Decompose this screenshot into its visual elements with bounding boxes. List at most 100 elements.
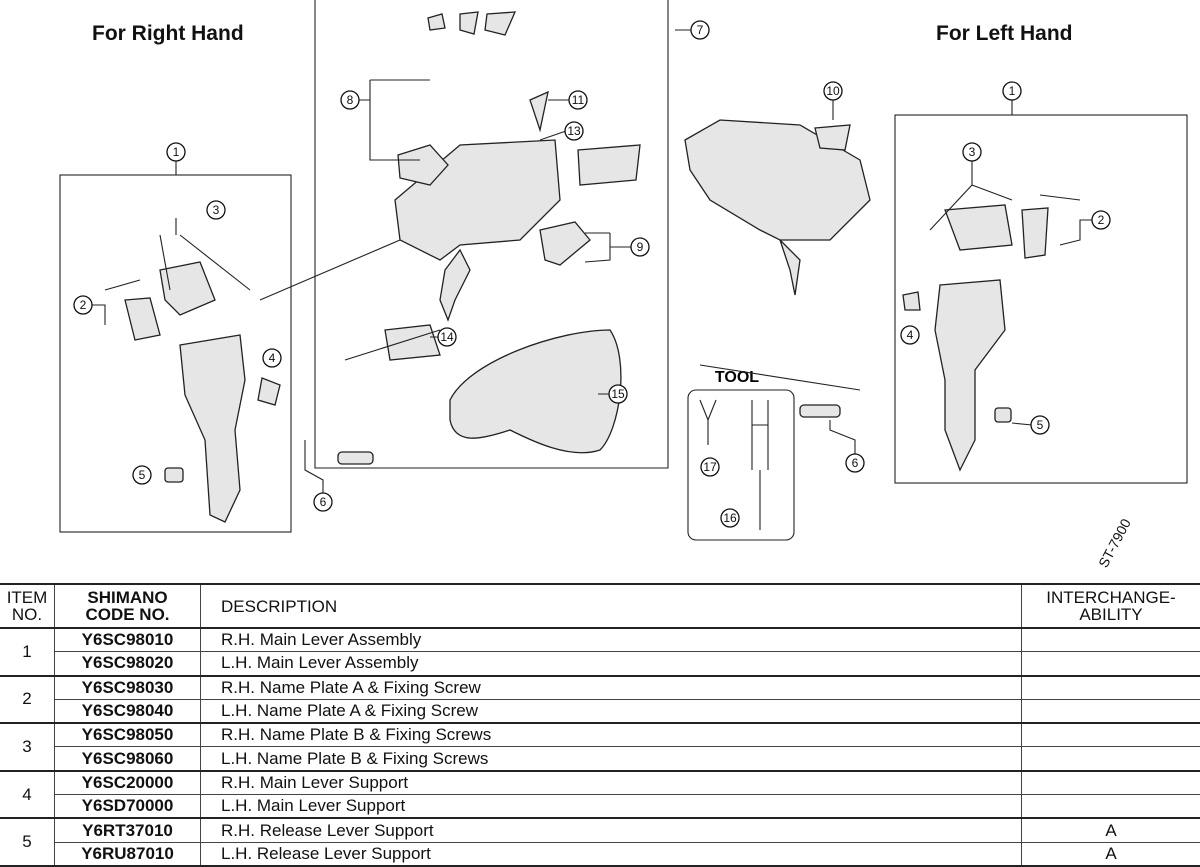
- header-interchangeability: INTERCHANGE-ABILITY: [1022, 584, 1200, 628]
- item-number: 5: [0, 818, 55, 866]
- part-code: Y6SC98030: [55, 676, 201, 700]
- part-description: L.H. Release Lever Support: [201, 842, 1022, 866]
- callout-c14: 14: [438, 328, 456, 346]
- part-description: L.H. Name Plate A & Fixing Screw: [201, 699, 1022, 723]
- callout-l1: 1: [1003, 82, 1021, 100]
- callout-r5: 5: [133, 466, 151, 484]
- callout-c7: 7: [691, 21, 709, 39]
- interchangeability: [1022, 628, 1200, 652]
- svg-text:2: 2: [80, 298, 87, 312]
- part-description: R.H. Name Plate A & Fixing Screw: [201, 676, 1022, 700]
- callout-r4: 4: [263, 349, 281, 367]
- callout-t17: 17: [701, 458, 719, 476]
- svg-text:14: 14: [440, 330, 454, 344]
- exploded-parts-diagram: TOOL: [0, 0, 1200, 580]
- interchangeability: [1022, 652, 1200, 676]
- part-code: Y6SD70000: [55, 795, 201, 819]
- svg-text:8: 8: [347, 93, 354, 107]
- item-number: 2: [0, 676, 55, 724]
- svg-text:9: 9: [637, 240, 644, 254]
- part-description: R.H. Main Lever Assembly: [201, 628, 1022, 652]
- callout-r1: 1: [167, 143, 185, 161]
- svg-text:6: 6: [320, 495, 327, 509]
- svg-text:4: 4: [269, 351, 276, 365]
- svg-text:16: 16: [723, 511, 737, 525]
- callout-l10: 10: [824, 82, 842, 100]
- callout-r3: 3: [207, 201, 225, 219]
- item-number: 4: [0, 771, 55, 819]
- tool-label: TOOL: [715, 369, 759, 386]
- callout-l4: 4: [901, 326, 919, 344]
- callout-r6: 6: [314, 493, 332, 511]
- svg-text:10: 10: [826, 84, 840, 98]
- item-number: 1: [0, 628, 55, 676]
- interchangeability: [1022, 699, 1200, 723]
- part-description: R.H. Release Lever Support: [201, 818, 1022, 842]
- part-code: Y6SC20000: [55, 771, 201, 795]
- callout-l5: 5: [1031, 416, 1049, 434]
- svg-text:3: 3: [969, 145, 976, 159]
- callout-t16: 16: [721, 509, 739, 527]
- part-code: Y6SC98010: [55, 628, 201, 652]
- svg-text:15: 15: [611, 387, 625, 401]
- interchangeability: [1022, 676, 1200, 700]
- part-code: Y6RU87010: [55, 842, 201, 866]
- svg-text:5: 5: [139, 468, 146, 482]
- svg-text:6: 6: [852, 456, 859, 470]
- callout-c11: 11: [569, 91, 587, 109]
- bracket-body-part: [385, 12, 640, 453]
- svg-text:13: 13: [567, 124, 581, 138]
- part-description: L.H. Main Lever Assembly: [201, 652, 1022, 676]
- callout-c9: 9: [631, 238, 649, 256]
- svg-text:3: 3: [213, 203, 220, 217]
- header-description: DESCRIPTION: [201, 584, 1022, 628]
- callout-r2: 2: [74, 296, 92, 314]
- callout-c15: 15: [609, 385, 627, 403]
- interchangeability: A: [1022, 842, 1200, 866]
- part-code: Y6SC98060: [55, 747, 201, 771]
- callout-c13: 13: [565, 122, 583, 140]
- part-description: R.H. Main Lever Support: [201, 771, 1022, 795]
- part-description: L.H. Name Plate B & Fixing Screws: [201, 747, 1022, 771]
- callout-l2: 2: [1092, 211, 1110, 229]
- callout-l6: 6: [846, 454, 864, 472]
- interchangeability: A: [1022, 818, 1200, 842]
- part-description: L.H. Main Lever Support: [201, 795, 1022, 819]
- svg-text:2: 2: [1098, 213, 1105, 227]
- interchangeability: [1022, 795, 1200, 819]
- part-code: Y6SC98020: [55, 652, 201, 676]
- svg-text:11: 11: [572, 93, 585, 107]
- svg-text:1: 1: [173, 145, 180, 159]
- part-description: R.H. Name Plate B & Fixing Screws: [201, 723, 1022, 747]
- item-number: 3: [0, 723, 55, 771]
- callout-c8: 8: [341, 91, 359, 109]
- callout-l3: 3: [963, 143, 981, 161]
- svg-text:4: 4: [907, 328, 914, 342]
- svg-text:5: 5: [1037, 418, 1044, 432]
- interchangeability: [1022, 723, 1200, 747]
- interchangeability: [1022, 747, 1200, 771]
- part-code: Y6RT37010: [55, 818, 201, 842]
- svg-text:7: 7: [697, 23, 704, 37]
- interchangeability: [1022, 771, 1200, 795]
- svg-text:1: 1: [1009, 84, 1016, 98]
- part-code: Y6SC98050: [55, 723, 201, 747]
- right-main-lever-part: [125, 262, 280, 522]
- part-code: Y6SC98040: [55, 699, 201, 723]
- svg-text:17: 17: [703, 460, 717, 474]
